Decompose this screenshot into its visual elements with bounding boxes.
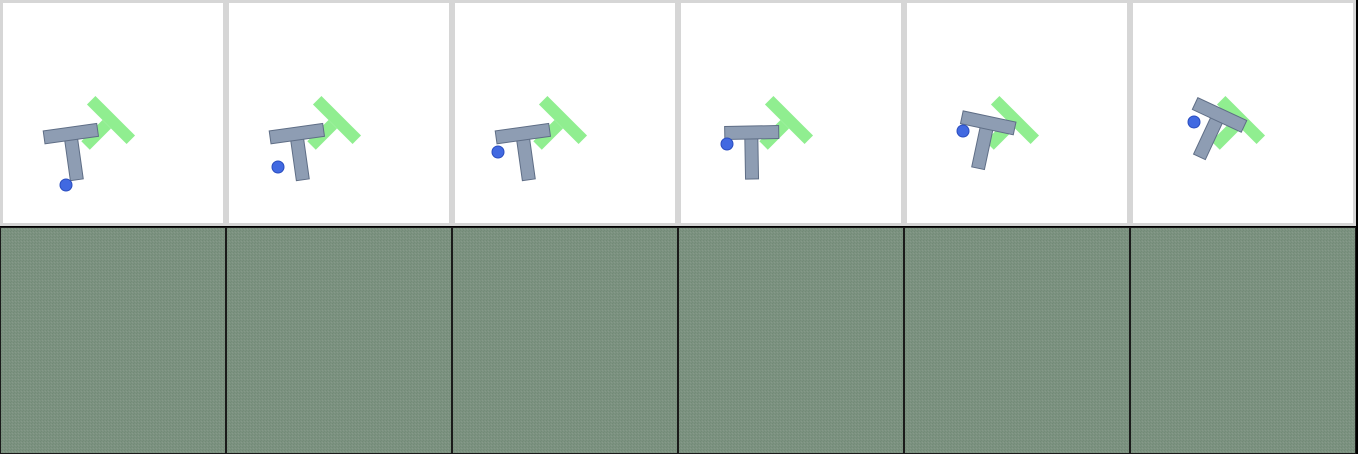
- frame-canvas: [1187, 95, 1266, 161]
- t-block-icon: [268, 122, 326, 182]
- sim-frame-2: [226, 0, 452, 226]
- agent-dot-icon: [59, 178, 73, 192]
- agent-dot-icon: [720, 137, 734, 151]
- sim-frame-1: [0, 0, 226, 226]
- sim-frame-5: [904, 0, 1130, 226]
- panel-texture: [679, 228, 903, 453]
- agent-dot-icon: [1187, 115, 1201, 129]
- observation-panel-3: [452, 227, 678, 454]
- frame-canvas: [720, 95, 814, 180]
- agent-dot-icon: [271, 160, 285, 174]
- sim-frame-3: [452, 0, 678, 226]
- agent-dot-icon: [491, 145, 505, 159]
- frame-canvas: [491, 95, 588, 182]
- frame-canvas: [42, 95, 136, 192]
- sim-frame-6: [1130, 0, 1356, 226]
- t-block-icon: [42, 122, 100, 182]
- panel-texture: [227, 228, 451, 453]
- observation-panel-5: [904, 227, 1130, 454]
- t-block-icon: [724, 125, 780, 180]
- observation-panel-1: [0, 227, 226, 454]
- frame-canvas: [956, 95, 1040, 171]
- panel-texture: [1, 228, 225, 453]
- observation-panel-6: [1130, 227, 1356, 454]
- t-block-icon: [1191, 96, 1248, 161]
- observation-panel-2: [226, 227, 452, 454]
- panel-texture: [453, 228, 677, 453]
- observation-panel-4: [678, 227, 904, 454]
- t-block-icon: [494, 122, 552, 182]
- panel-texture: [1131, 228, 1355, 453]
- agent-dot-icon: [956, 124, 970, 138]
- panel-texture: [905, 228, 1129, 453]
- frame-canvas: [268, 95, 362, 182]
- sim-frame-4: [678, 0, 904, 226]
- t-block-icon: [959, 110, 1017, 171]
